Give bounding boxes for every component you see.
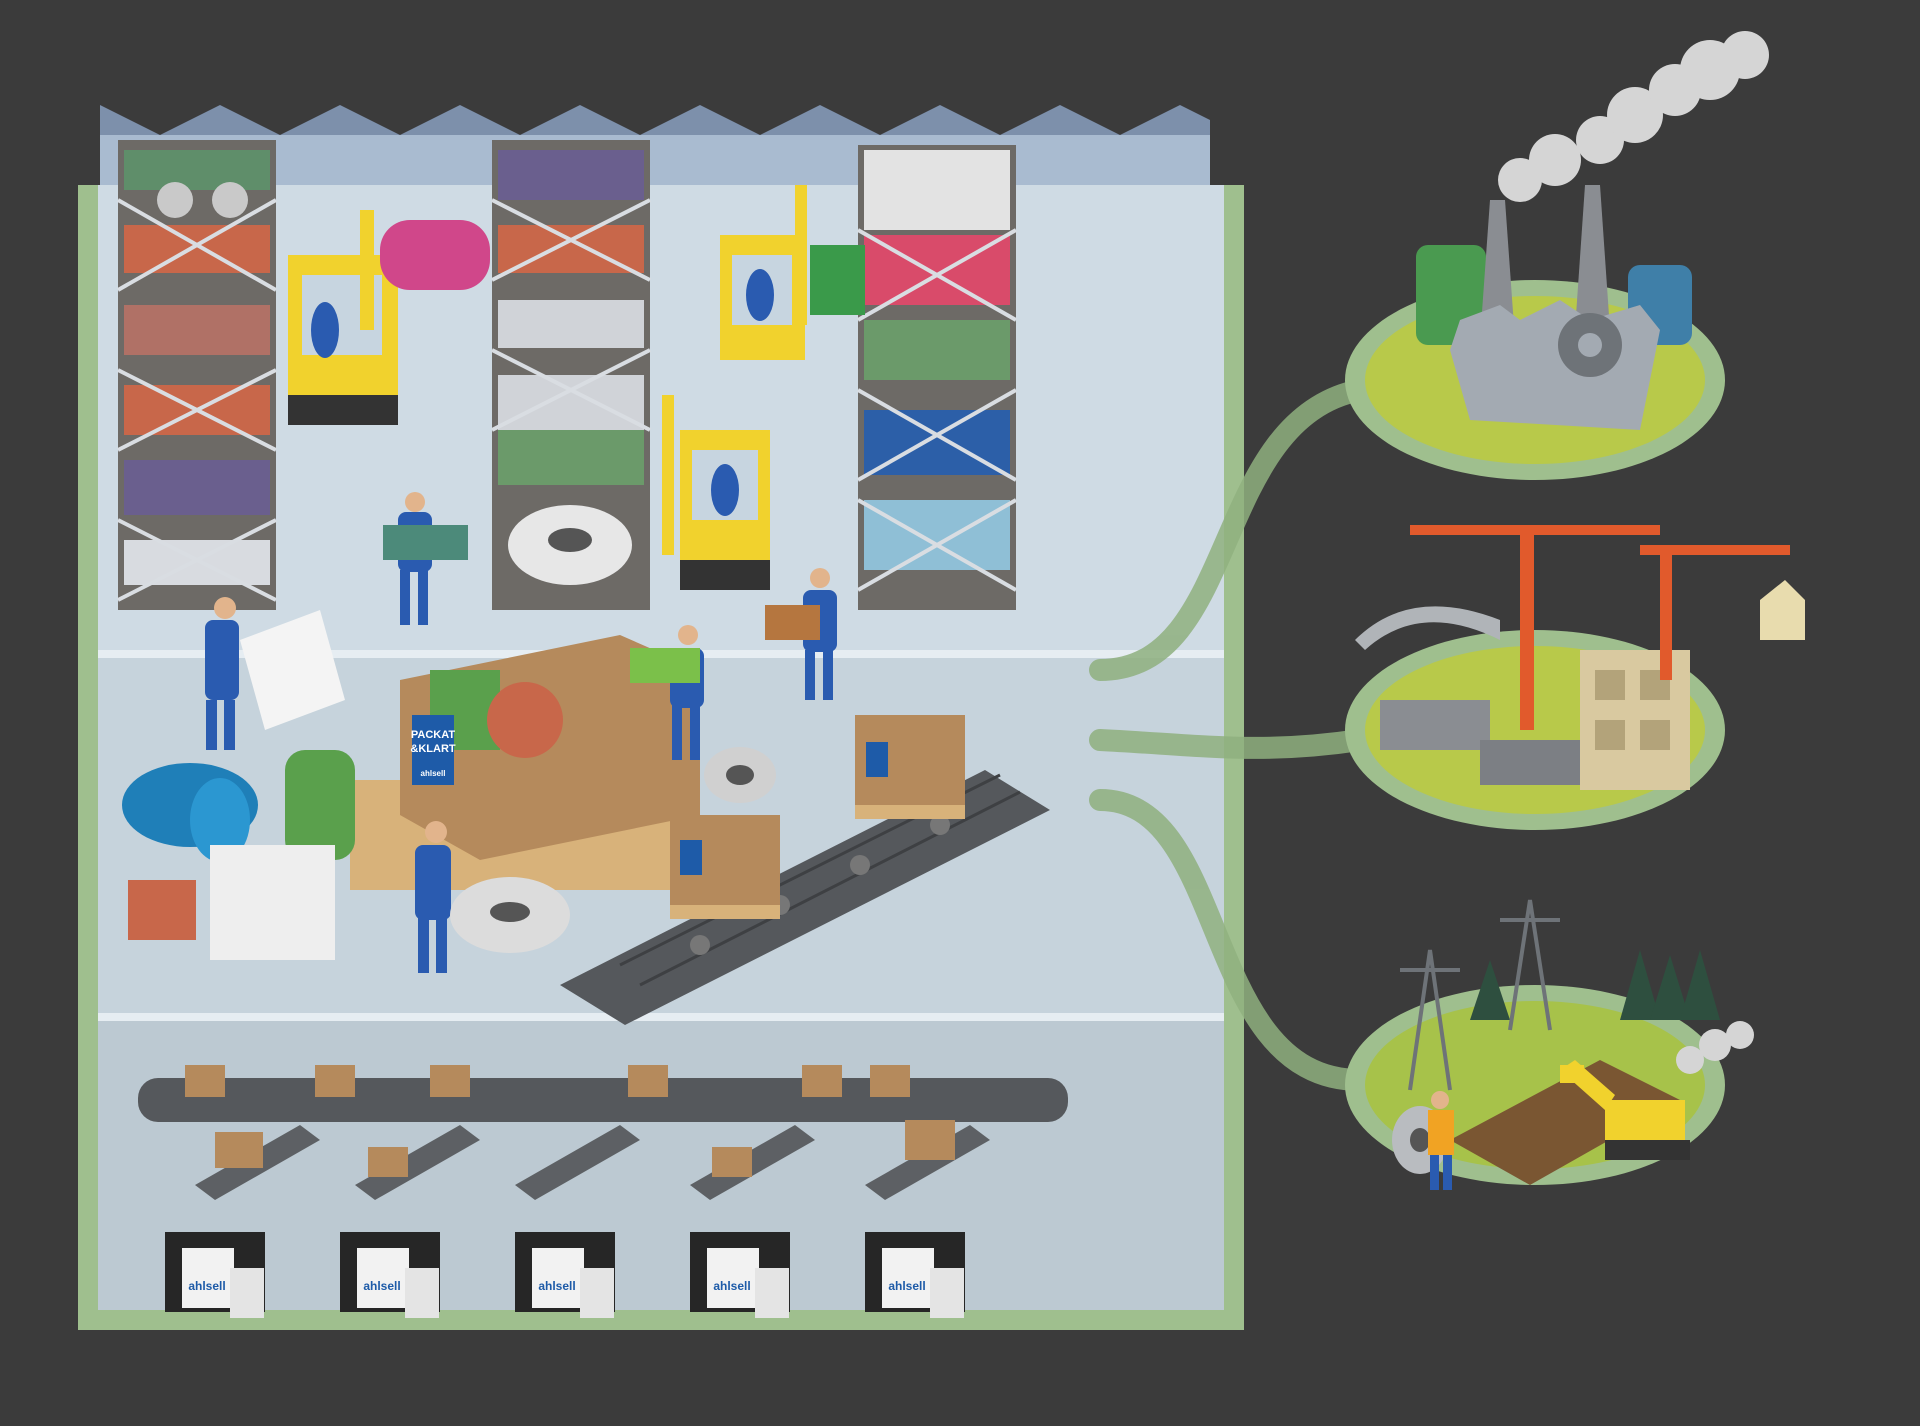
shelving-unit bbox=[117, 140, 277, 610]
infrastructure-island bbox=[1345, 899, 1754, 1190]
clipboard-worker bbox=[205, 597, 345, 750]
chimney bbox=[1575, 185, 1610, 330]
path-to-infrastructure bbox=[1089, 789, 1371, 1091]
floor-divider-2 bbox=[98, 1013, 1224, 1021]
truck-logo: ahlsell bbox=[363, 1279, 400, 1293]
shelving-unit bbox=[857, 145, 1017, 610]
shipping-box bbox=[670, 815, 780, 919]
chute-boxes bbox=[215, 1120, 955, 1177]
roof-window-band bbox=[100, 135, 1210, 185]
crate-label-line2: &KLART bbox=[410, 743, 455, 755]
truck-logo: ahlsell bbox=[538, 1279, 575, 1293]
house-module bbox=[1760, 580, 1805, 640]
cable-reel bbox=[704, 747, 776, 803]
tower-crane bbox=[1410, 525, 1790, 730]
sorting-boxes bbox=[185, 1065, 910, 1097]
forklift bbox=[662, 395, 770, 590]
green-cylinder bbox=[285, 750, 355, 860]
forklift bbox=[720, 185, 865, 360]
crate-label-line1: PACKAT bbox=[411, 729, 455, 741]
red-block bbox=[128, 880, 196, 940]
construction-worker bbox=[1428, 1091, 1454, 1190]
worker bbox=[383, 492, 468, 625]
pine-trees bbox=[1470, 950, 1720, 1020]
path-to-construction bbox=[1089, 729, 1371, 759]
truck-logo: ahlsell bbox=[188, 1279, 225, 1293]
construction-island bbox=[1345, 525, 1805, 830]
truck-logo: ahlsell bbox=[713, 1279, 750, 1293]
truck: ahlsell bbox=[182, 1248, 264, 1318]
worker bbox=[630, 625, 704, 760]
factory-island bbox=[1345, 31, 1769, 480]
factory-building bbox=[1450, 300, 1660, 430]
truck: ahlsell bbox=[882, 1248, 964, 1318]
shelving-unit bbox=[491, 140, 651, 610]
concrete-slab bbox=[1480, 740, 1580, 785]
cable-reel-blue bbox=[122, 763, 258, 862]
smoke bbox=[1676, 1021, 1754, 1074]
truck: ahlsell bbox=[532, 1248, 614, 1318]
truck: ahlsell bbox=[357, 1248, 439, 1318]
delivery-trucks: ahlsell ahlsell ahlsell ahlsell ahlsell bbox=[182, 1248, 964, 1318]
warehouse: PACKAT &KLART ahlsell bbox=[78, 105, 1244, 1330]
forklift bbox=[288, 210, 490, 425]
packing-crate: PACKAT &KLART ahlsell bbox=[350, 635, 700, 890]
sorting-conveyor bbox=[138, 1078, 1068, 1122]
smoke bbox=[1498, 31, 1769, 202]
chute-conveyors bbox=[195, 1125, 990, 1200]
truck-logo: ahlsell bbox=[888, 1279, 925, 1293]
chimney bbox=[1480, 200, 1515, 340]
worker bbox=[415, 821, 451, 973]
shipping-box bbox=[855, 715, 965, 819]
power-pylons bbox=[1400, 899, 1560, 1091]
bridge-segment bbox=[1355, 606, 1500, 650]
trench bbox=[1450, 1060, 1680, 1185]
concrete-slab bbox=[1380, 700, 1490, 750]
worker bbox=[765, 568, 837, 700]
excavator bbox=[1560, 1060, 1690, 1160]
distribution-paths bbox=[1089, 379, 1371, 1091]
white-block bbox=[210, 845, 335, 960]
crate-label-brand: ahlsell bbox=[421, 769, 446, 778]
steel-ring bbox=[450, 877, 570, 953]
truck: ahlsell bbox=[707, 1248, 789, 1318]
upper-floor bbox=[98, 185, 1224, 650]
path-to-factory bbox=[1089, 379, 1371, 681]
